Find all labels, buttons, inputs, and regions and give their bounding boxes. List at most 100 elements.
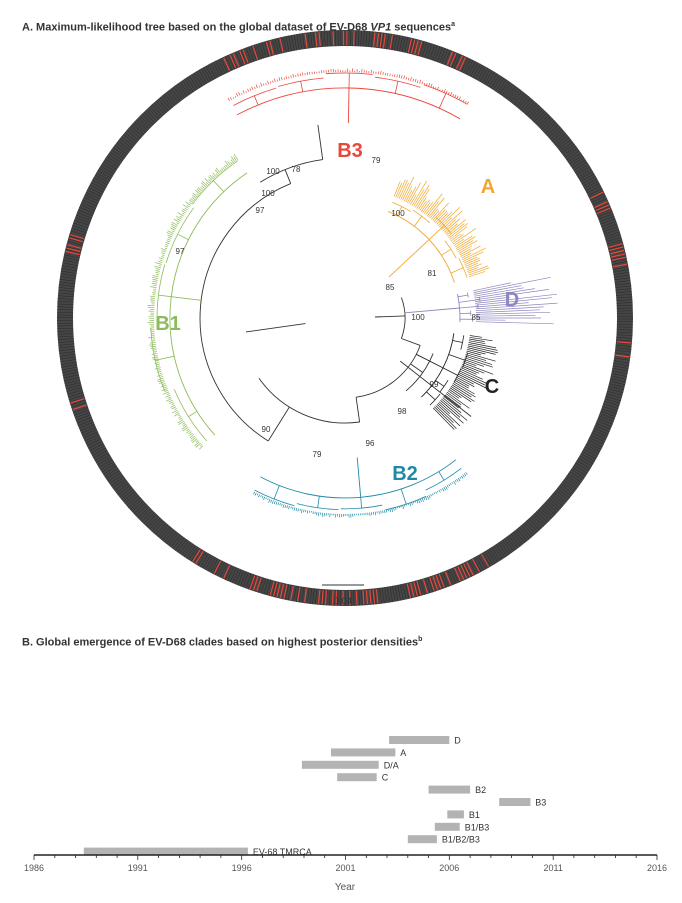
bootstrap-label: 97 [256, 206, 265, 215]
backbone-branch [400, 297, 406, 339]
subclade-arc [385, 495, 427, 511]
backbone-branch [258, 377, 360, 424]
hpd-bar-label: D [454, 736, 461, 746]
clade-a-branches [387, 201, 468, 283]
hpd-bar-rect [331, 748, 396, 757]
hpd-bar-rect [428, 785, 471, 794]
subclade-stem [438, 471, 445, 481]
backbone-branch [356, 345, 421, 398]
clade-arc [457, 294, 461, 323]
backbone-branch [259, 159, 323, 183]
subclade-arc [340, 504, 383, 510]
bootstrap-label: 100 [266, 167, 280, 176]
hpd-bar-label: B3 [535, 798, 546, 808]
clade-d-tips [473, 276, 558, 325]
subclade-stem [438, 93, 447, 109]
clade-stem [356, 457, 362, 498]
bootstrap-label: 81 [428, 269, 437, 278]
subclade-stem [458, 299, 480, 303]
bootstrap-label: 99 [430, 380, 439, 389]
subclade-stem [428, 225, 445, 240]
clade-stem [388, 239, 430, 278]
backbone-branch [199, 183, 291, 442]
hpd-bar-c: C [337, 773, 389, 783]
hpd-bar-label: EV-68 TMRCA [253, 847, 312, 857]
bootstrap-label: 90 [262, 425, 271, 434]
hpd-bar-rect [407, 835, 437, 844]
subclade-stem [394, 81, 399, 94]
subclade-arc [429, 393, 441, 406]
clade-a-tips [393, 176, 490, 277]
subclade-stem [448, 354, 466, 361]
subclade-arc [165, 207, 195, 264]
subclade-stem [459, 306, 479, 309]
clade-stem [171, 296, 202, 301]
hpd-bar-label: B1 [469, 810, 480, 820]
hpd-bar-label: D/A [384, 760, 399, 770]
hpd-bar-d-a: D/A [301, 760, 399, 770]
bootstrap-label: 100 [391, 209, 405, 218]
subclade-stem [300, 81, 304, 92]
subclade-stem [450, 267, 464, 274]
clade-label-c: C [485, 376, 499, 398]
tree-branches [150, 72, 481, 511]
x-tick-label: 2016 [647, 863, 667, 873]
subclade-stem [441, 248, 452, 256]
clade-c-tips [432, 335, 499, 430]
x-tick-label: 2011 [544, 863, 563, 873]
clade-label-b2: B2 [392, 463, 418, 485]
x-tick-label: 2006 [439, 863, 459, 873]
subclade-arc [458, 258, 468, 278]
subclade-stem [213, 180, 225, 192]
hpd-bar-b1: B1 [447, 810, 480, 820]
x-tick-label: 1986 [24, 863, 44, 873]
backbone-branch [401, 338, 421, 346]
clade-d-branches [404, 292, 481, 323]
subclade-arc [439, 379, 449, 393]
backbone-branch [374, 315, 406, 318]
subclade-stem [253, 95, 259, 106]
clade-b1-branches [150, 160, 248, 442]
subclade-arc [444, 240, 457, 259]
subclade-arc [412, 209, 431, 224]
clade-arc [260, 459, 457, 499]
bootstrap-label: 100 [261, 189, 275, 198]
subclade-arc [374, 76, 421, 88]
backbone-branch [355, 397, 361, 423]
bootstrap-label: 96 [366, 439, 375, 448]
hpd-bar-rect [83, 847, 248, 856]
bootstrap-label: 79 [313, 450, 322, 459]
subclade-stem [158, 294, 172, 298]
subclade-arc [467, 292, 469, 298]
backbone-branch [410, 363, 424, 373]
hpd-bar-rect [301, 760, 379, 769]
subclade-arc [325, 72, 373, 75]
clade-arc [169, 172, 248, 436]
bootstrap-label: 100 [411, 313, 425, 322]
hpd-bar-label: B1/B2/B3 [442, 835, 480, 845]
clade-arc [236, 87, 461, 120]
subclade-stem [426, 391, 436, 401]
subclade-stem [400, 488, 407, 505]
subclade-arc [460, 335, 465, 350]
subclade-arc [233, 87, 277, 106]
backbone-branch [317, 124, 324, 160]
hpd-bar-b1-b2-b3: B1/B2/B3 [407, 835, 480, 845]
bootstrap-label: 85 [472, 313, 481, 322]
subclade-arc [156, 264, 166, 327]
clade-label-b1: B1 [155, 313, 181, 335]
panel-b-title: B. Global emergence of EV-D68 clades bas… [22, 636, 423, 649]
x-axis-title: Year [335, 882, 356, 893]
subclade-stem [442, 367, 458, 376]
subclade-arc [192, 160, 239, 205]
hpd-bar-b3: B3 [499, 798, 546, 808]
hpd-bar-rect [499, 798, 531, 806]
clade-stem [416, 353, 444, 369]
subclade-arc [173, 389, 208, 442]
x-tick-label: 2001 [335, 863, 355, 873]
hpd-bar-label: B1/B3 [465, 822, 490, 832]
